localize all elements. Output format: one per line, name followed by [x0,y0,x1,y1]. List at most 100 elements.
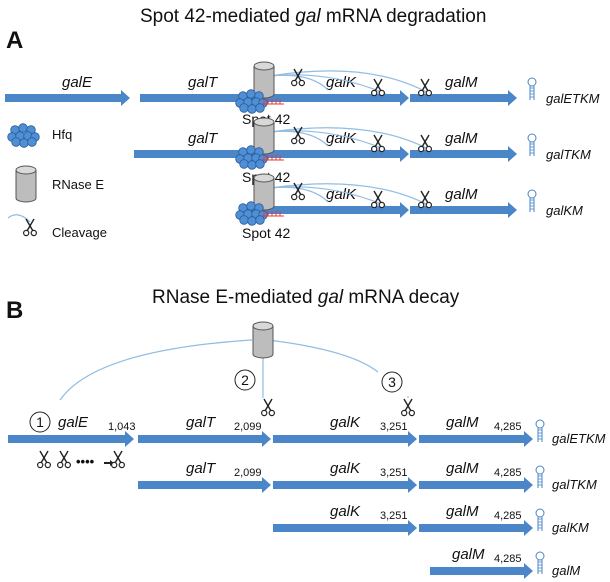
terminator-hairpin-icon [535,419,545,443]
position-galK-end: 3,251 [380,467,408,479]
terminator-hairpin-icon [527,133,537,157]
gene-arrow-galT [134,146,259,162]
panel-b-title: RNase E-mediated gal mRNA decay [152,287,460,308]
scissors-icon [400,398,416,417]
cleavage-site-3-number: 3 [388,374,396,390]
cleavage-link-legend [7,214,31,223]
gene-arrow-galE [8,431,134,447]
hfq-icon [235,145,268,170]
cleavage-site-2-marker [234,369,256,391]
ellipsis-dots: •••• [76,454,95,469]
gene-label-galK: galK [330,414,361,431]
rnase-link-site-3 [267,339,379,373]
scissors-icon [110,450,126,469]
gene-arrow-galM [410,146,517,162]
decay-row-galKM: galK 3,251 galM 4,285 galKM [273,503,589,536]
cleavage-site-2-number: 2 [241,372,249,388]
hfq-icon [235,89,268,114]
position-galK-end: 3,251 [380,510,408,522]
cleavage-site-1-marker [29,411,51,433]
scissors-icon [417,134,433,153]
transcript-label: galTKM [552,477,597,492]
transcript-row-galTKM: galT galK galM Spot 42 galTKM [134,117,591,185]
panel-a-label: A [6,27,23,54]
gene-label-galK: galK [330,503,361,520]
legend-cleavage-label: Cleavage [52,225,107,240]
gene-label-galM: galM [446,460,479,477]
gene-arrow-galK [242,202,409,218]
scissors-icon [260,398,276,417]
scissors-icon [370,78,386,97]
transcript-row-galKM: galK galM Spot 42 galKM [235,173,583,241]
terminator-hairpin-icon [527,189,537,213]
gene-arrow-galT [138,477,271,493]
legend-rnase-label: RNase E [52,177,104,192]
hfq-legend-icon [7,123,40,148]
hfq-icon [235,201,268,226]
gene-arrow-galK [273,431,417,447]
gene-arrow-galM [410,202,517,218]
transcript-label: galETKM [546,91,600,106]
gene-label-galT: galT [186,460,217,477]
scissors-icon [36,450,52,469]
position-galM-end: 4,285 [494,553,522,565]
gene-arrow-galE [5,90,130,106]
rnase-link-site-1 [59,339,253,401]
position-galE-end: 1,043 [108,421,136,433]
terminator-hairpin-icon [527,77,537,101]
position-galT-end: 2,099 [234,467,262,479]
gene-label-galT: galT [188,74,219,91]
position-galK-end: 3,251 [380,421,408,433]
gene-label-galM: galM [452,546,485,563]
gene-label-galM: galM [446,414,479,431]
scissors-icon [417,190,433,209]
gene-label-galK: galK [330,460,361,477]
gene-label-galE: galE [58,414,89,431]
terminator-hairpin-icon [535,465,545,489]
gene-arrow-galM [430,563,533,579]
terminator-hairpin-icon [535,508,545,532]
gene-label-galM: galM [445,74,478,91]
panel-a-title: Spot 42-mediated gal mRNA degradation [140,6,486,27]
legend-hfq-label: Hfq [52,127,72,142]
gene-arrow-galK [273,477,417,493]
gene-label-galE: galE [62,74,93,91]
transcript-row-galETKM: galE galT galK galM Spot 42 galETKM [5,61,600,127]
cleavage-site-1-number: 1 [36,414,44,430]
gene-label-galT: galT [188,130,219,147]
gene-label-galM: galM [445,130,478,147]
cleavage-site-3-marker [381,371,403,393]
position-galM-end: 4,285 [494,467,522,479]
terminator-hairpin-icon [535,551,545,575]
transcript-label: galTKM [546,147,591,162]
gene-label-galM: galM [446,503,479,520]
position-galT-end: 2,099 [234,421,262,433]
transcript-label: galKM [552,520,589,535]
decay-row-galM: galM 4,285 galM [430,546,580,579]
scissors-icon [56,450,72,469]
position-galM-end: 4,285 [494,510,522,522]
gene-label-galT: galT [186,414,217,431]
gene-label-galM: galM [445,186,478,203]
transcript-label: galKM [546,203,583,218]
gene-arrow-galT [140,90,259,106]
gene-arrow-galM [419,520,533,536]
decay-row-galTKM: galT 2,099 galK 3,251 galM 4,285 galTKM [138,460,597,493]
transcript-label: galM [552,563,580,578]
scissors-icon [370,134,386,153]
scissors-icon [417,78,433,97]
gene-arrow-galM [419,431,533,447]
gene-arrow-galT [138,431,271,447]
spot42-label: Spot 42 [242,225,290,241]
rnase-e-icon [252,321,274,359]
gene-arrow-galK [273,520,417,536]
panel-b-label: B [6,297,23,324]
transcript-label: galETKM [552,431,606,446]
gene-arrow-galM [419,477,533,493]
position-galM-end: 4,285 [494,421,522,433]
gene-arrow-galM [410,90,517,106]
scissors-icon [370,190,386,209]
decay-row-galETKM: galE 1,043 galT 2,099 galK 3,251 galM 4,… [8,414,606,469]
rnase-e-legend-icon [15,165,37,203]
